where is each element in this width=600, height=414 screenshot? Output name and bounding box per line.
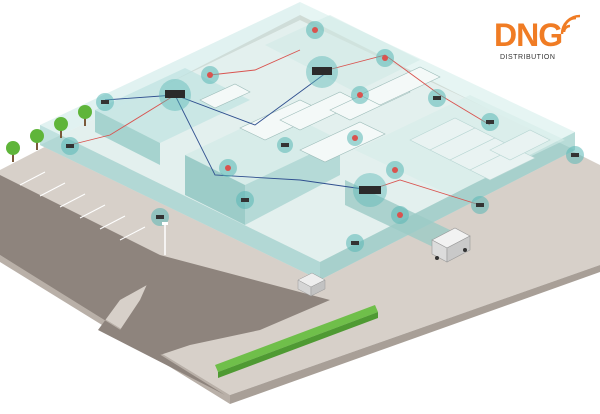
switch-node-top bbox=[306, 56, 338, 88]
switch-node-center bbox=[353, 173, 387, 207]
outer-wall-left bbox=[40, 125, 320, 280]
parking-lines bbox=[19, 171, 146, 241]
network-switch-icon bbox=[312, 67, 332, 75]
shelving bbox=[409, 117, 551, 181]
network-switch-icon bbox=[359, 186, 381, 194]
ground-edge-right bbox=[230, 265, 600, 404]
truck-icon bbox=[431, 227, 471, 263]
network-nodes bbox=[61, 21, 584, 252]
room-center-wall bbox=[185, 155, 245, 225]
lamp-post-icon bbox=[162, 222, 168, 255]
generator bbox=[297, 272, 326, 297]
furniture bbox=[199, 66, 441, 163]
room-office-wall bbox=[95, 110, 160, 165]
network-cables bbox=[69, 49, 491, 206]
road-curve bbox=[120, 255, 330, 355]
tree-icon bbox=[6, 105, 92, 162]
dng-logo: DNG DISTRIBUTION bbox=[494, 12, 594, 72]
wifi-signal-icon bbox=[560, 14, 581, 35]
switch-node-left bbox=[159, 79, 191, 111]
network-switch-icon bbox=[165, 90, 185, 98]
room-back bbox=[265, 15, 420, 92]
logo-subtitle: DISTRIBUTION bbox=[500, 54, 556, 61]
camera-icon bbox=[66, 96, 579, 245]
room-center-wall-right bbox=[245, 140, 340, 225]
wifi-access-point-icon bbox=[207, 27, 403, 218]
room-office-left bbox=[95, 68, 250, 143]
logo-brand: DNG bbox=[494, 17, 563, 53]
hedge-row bbox=[215, 305, 378, 378]
road bbox=[0, 175, 225, 395]
